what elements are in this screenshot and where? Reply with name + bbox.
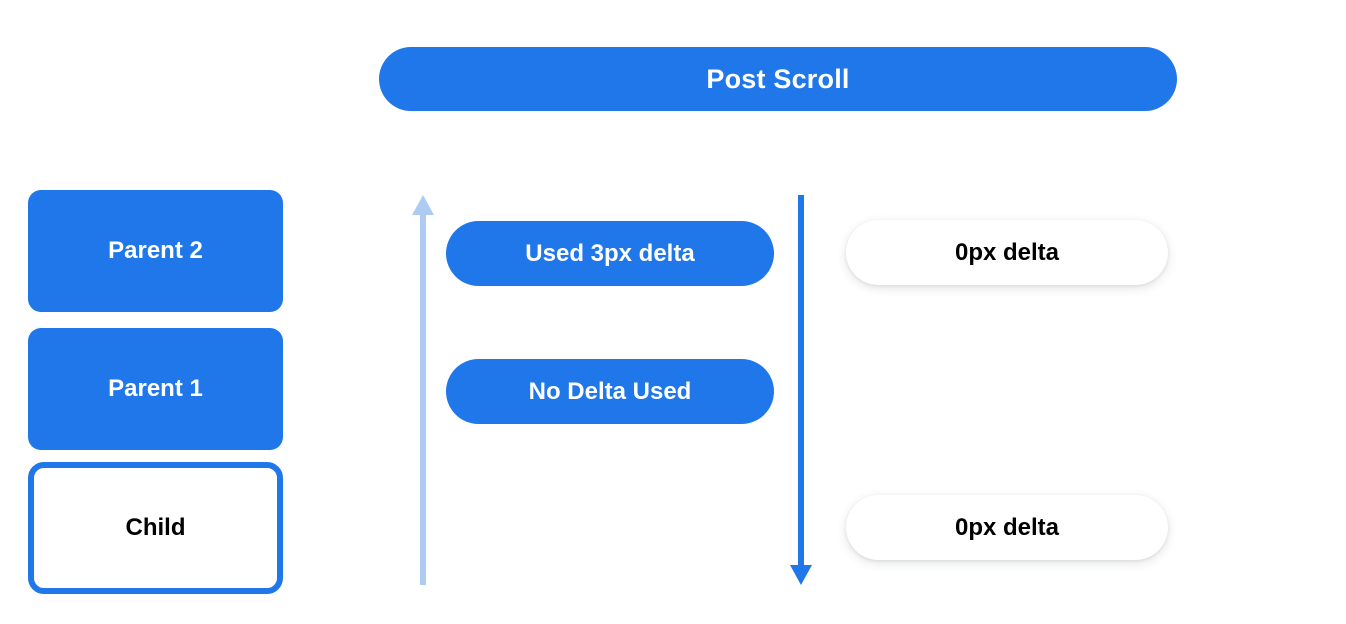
- arrow-down-shaft: [798, 195, 804, 567]
- post-scroll-header: Post Scroll: [379, 47, 1177, 111]
- view-box-parent-1: Parent 1: [28, 328, 283, 450]
- pill-zero-delta-bottom-label: 0px delta: [954, 513, 1060, 541]
- scroll-up-arrow-icon: [412, 195, 434, 585]
- arrow-down-head-icon: [790, 565, 812, 585]
- arrow-up-head-icon: [412, 195, 434, 215]
- pill-used-delta-label: Used 3px delta: [525, 239, 695, 267]
- pill-zero-delta-top: 0px delta: [846, 220, 1168, 285]
- view-box-parent-2-label: Parent 2: [108, 237, 203, 264]
- pill-no-delta-used: No Delta Used: [446, 359, 774, 424]
- pill-used-delta: Used 3px delta: [446, 221, 774, 286]
- view-box-parent-2: Parent 2: [28, 190, 283, 312]
- view-box-child: Child: [28, 462, 283, 594]
- pill-no-delta-used-label: No Delta Used: [528, 377, 692, 405]
- arrow-up-shaft: [420, 213, 426, 585]
- post-scroll-header-label: Post Scroll: [706, 63, 850, 94]
- view-box-child-label: Child: [125, 514, 186, 541]
- pill-zero-delta-top-label: 0px delta: [954, 238, 1060, 266]
- scroll-down-arrow-icon: [790, 195, 812, 585]
- view-box-parent-1-label: Parent 1: [108, 375, 203, 402]
- pill-zero-delta-bottom: 0px delta: [846, 495, 1168, 560]
